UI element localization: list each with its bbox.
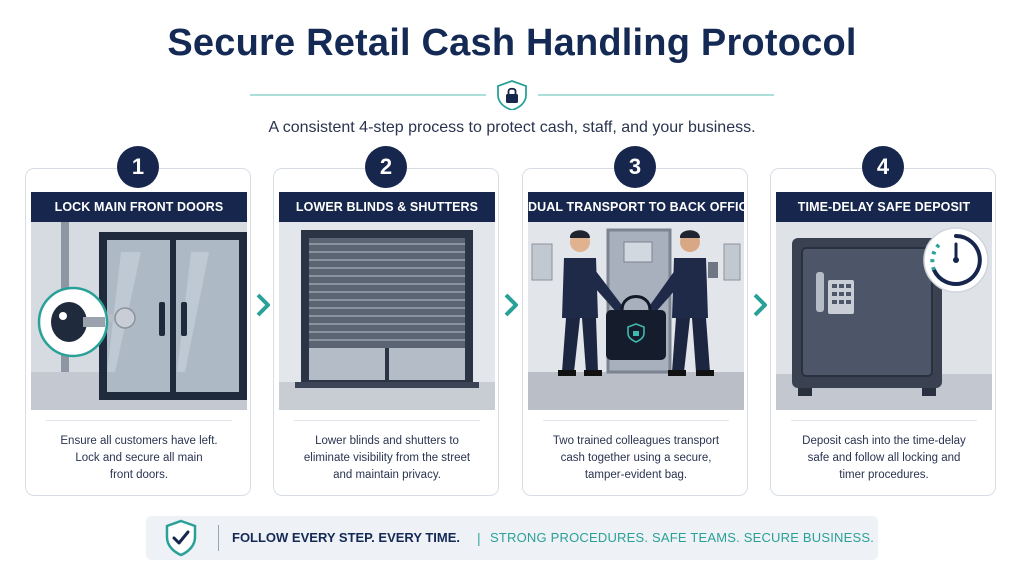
timer-icon [923, 227, 989, 293]
cash-bag-icon [606, 295, 666, 360]
step-4-heading: TIME-DELAY SAFE DEPOSIT [776, 192, 992, 222]
chevron-right-icon [753, 293, 767, 317]
step-1-number: 1 [117, 146, 159, 188]
step-3-illustration [528, 222, 744, 410]
footer-banner: FOLLOW EVERY STEP. EVERY TIME. | STRONG … [146, 516, 878, 560]
footer-separator: | [477, 530, 481, 546]
step-2-separator [294, 420, 480, 421]
step-1-description: Ensure all customers have left. Lock and… [60, 435, 218, 481]
step-3-number: 3 [614, 146, 656, 188]
divider-shield-lock [250, 80, 774, 110]
step-2-illustration [279, 222, 495, 410]
step-3-separator [543, 420, 729, 421]
step-card-2: LOWER BLINDS & SHUTTERS Lower blinds and… [273, 168, 499, 496]
page-title: Secure Retail Cash Handling Protocol [167, 22, 857, 64]
chevron-right-icon [504, 293, 518, 317]
footer-divider [218, 525, 219, 551]
step-4-description: Deposit cash into the time-delay safe an… [802, 435, 966, 481]
step-1-illustration [31, 222, 247, 410]
chevron-right-icon [256, 293, 270, 317]
step-3-heading: DUAL TRANSPORT TO BACK OFFICE [528, 192, 756, 222]
shield-lock-icon [497, 80, 527, 110]
step-4-illustration [776, 222, 992, 410]
shutter-icon [279, 222, 495, 410]
shield-check-icon [165, 519, 197, 557]
step-2-number: 2 [365, 146, 407, 188]
step-4-separator [791, 420, 977, 421]
key-icon [37, 286, 136, 358]
step-4-number: 4 [862, 146, 904, 188]
step-3-description: Two trained colleagues transport cash to… [552, 435, 720, 481]
step-card-3: DUAL TRANSPORT TO BACK OFFICE [522, 168, 756, 496]
step-1-separator [46, 420, 232, 421]
step-card-4: TIME-DELAY SAFE DEPOSIT [770, 168, 996, 496]
subtitle: A consistent 4-step process to protect c… [268, 119, 756, 136]
footer-primary-text: FOLLOW EVERY STEP. EVERY TIME. [232, 530, 461, 545]
step-2-description: Lower blinds and shutters to eliminate v… [303, 435, 471, 481]
step-2-heading: LOWER BLINDS & SHUTTERS [279, 192, 495, 222]
step-card-1: LOCK MAIN FRONT DOORS Ensure [25, 168, 251, 496]
step-1-heading: LOCK MAIN FRONT DOORS [31, 192, 247, 222]
footer-secondary-text: STRONG PROCEDURES. SAFE TEAMS. SECURE BU… [490, 530, 875, 545]
